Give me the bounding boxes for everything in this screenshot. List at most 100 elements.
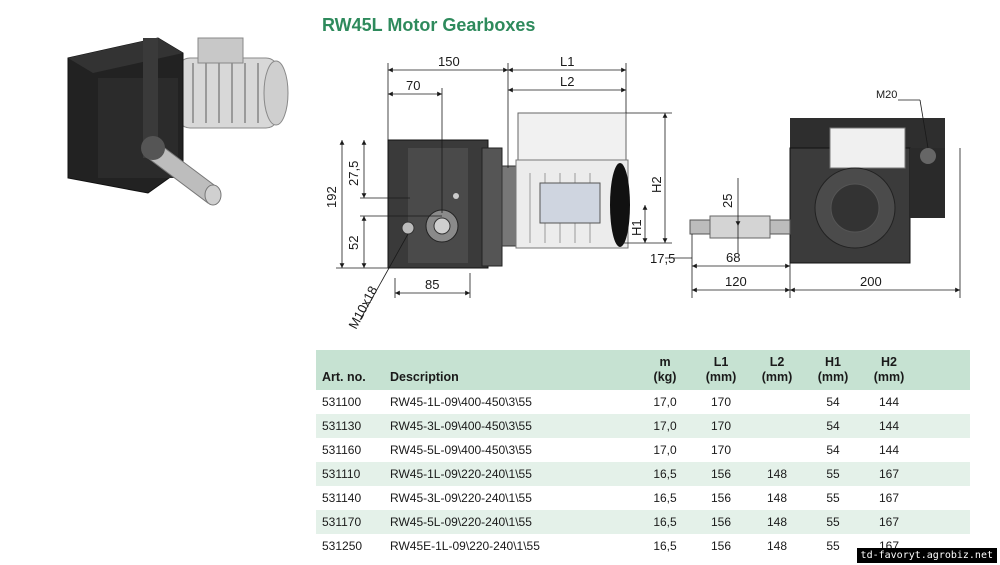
col-h1: H1 (mm) — [804, 350, 860, 390]
cell-art-no: 531160 — [322, 443, 362, 457]
cell-l1: 170 — [710, 395, 732, 409]
product-photo — [67, 37, 289, 206]
cell-description: RW45-1L-09\220-240\1\55 — [390, 467, 532, 481]
cell-spacer — [916, 486, 970, 510]
cell-l1: 156 — [710, 515, 732, 529]
cell-description: RW45-5L-09\220-240\1\55 — [390, 515, 532, 529]
col-l1: L1 (mm) — [692, 350, 748, 390]
table-row: 531250 RW45E-1L-09\220-240\1\55 16,5 156… — [316, 534, 970, 558]
dim-25: 25 — [720, 194, 735, 208]
table-row: 531100 RW45-1L-09\400-450\3\55 17,0 170 … — [316, 390, 970, 414]
dim-L2: L2 — [560, 74, 574, 89]
cell-h1: 54 — [826, 443, 840, 457]
cell-description: RW45E-1L-09\220-240\1\55 — [390, 539, 540, 553]
dim-L1: L1 — [560, 54, 574, 69]
cell-art-no: 531250 — [322, 539, 363, 553]
cell-mass: 17,0 — [653, 395, 677, 409]
cell-h2: 144 — [878, 443, 900, 457]
cell-art-no: 531140 — [322, 491, 362, 505]
spec-table: Art. no. Description m (kg) L1 (mm) L2 (… — [316, 350, 970, 558]
cell-h2: 167 — [878, 491, 900, 505]
table-row: 531110 RW45-1L-09\220-240\1\55 16,5 156 … — [316, 462, 970, 486]
cell-l2 — [748, 438, 804, 462]
cell-h2: 167 — [878, 467, 900, 481]
dim-192: 192 — [324, 186, 339, 208]
cell-description: RW45-3L-09\400-450\3\55 — [390, 419, 532, 433]
col-mass-label: m — [659, 355, 671, 369]
cell-mass: 16,5 — [653, 539, 677, 553]
cell-l1: 170 — [710, 419, 732, 433]
cell-h1: 55 — [826, 539, 840, 553]
cell-spacer — [916, 390, 970, 414]
table-header-row: Art. no. Description m (kg) L1 (mm) L2 (… — [316, 350, 970, 390]
dim-m20: M20 — [876, 89, 897, 101]
cell-h1: 54 — [826, 395, 840, 409]
dim-H2: H2 — [649, 176, 664, 193]
col-h1-unit: (mm) — [817, 370, 849, 384]
dim-m10x18: M10x18 — [345, 284, 380, 332]
cell-l1: 156 — [710, 467, 732, 481]
side-view — [387, 112, 630, 269]
cell-mass: 16,5 — [653, 515, 677, 529]
cell-l2: 148 — [766, 539, 788, 553]
dim-70: 70 — [406, 78, 420, 93]
cell-art-no: 531130 — [322, 419, 362, 433]
col-l2: L2 (mm) — [748, 350, 804, 390]
cell-l1: 156 — [710, 539, 732, 553]
cell-mass: 16,5 — [653, 491, 677, 505]
col-l1-unit: (mm) — [705, 370, 737, 384]
cell-description: RW45-1L-09\400-450\3\55 — [390, 395, 532, 409]
col-description: Description — [390, 370, 459, 384]
dim-68: 68 — [726, 250, 740, 265]
cell-l2: 148 — [766, 491, 788, 505]
cell-mass: 17,0 — [653, 443, 677, 457]
cell-h1: 55 — [826, 491, 840, 505]
dim-H1: H1 — [629, 219, 644, 236]
cell-description: RW45-5L-09\400-450\3\55 — [390, 443, 532, 457]
cell-spacer — [916, 438, 970, 462]
cell-spacer — [916, 462, 970, 486]
cell-h2: 144 — [878, 419, 900, 433]
cell-l2 — [748, 390, 804, 414]
cell-spacer — [916, 510, 970, 534]
table-row: 531140 RW45-3L-09\220-240\1\55 16,5 156 … — [316, 486, 970, 510]
col-l2-label: L2 — [769, 355, 785, 369]
col-mass: m (kg) — [636, 350, 692, 390]
dimension-drawing: 150 L1 L2 70 192 27,5 52 H1 H2 85 M10x18… — [324, 54, 961, 332]
cell-description: RW45-3L-09\220-240\1\55 — [390, 491, 532, 505]
cell-h1: 54 — [826, 419, 840, 433]
col-mass-unit: (kg) — [653, 370, 677, 384]
cell-h1: 55 — [826, 515, 840, 529]
dim-27-5: 27,5 — [346, 161, 361, 186]
page-title: RW45L Motor Gearboxes — [322, 15, 536, 35]
col-h2: H2 (mm) — [860, 350, 916, 390]
dim-120: 120 — [725, 274, 747, 289]
cell-mass: 16,5 — [653, 467, 677, 481]
cell-l1: 156 — [710, 491, 732, 505]
col-l1-label: L1 — [713, 355, 729, 369]
cell-h2: 167 — [878, 515, 900, 529]
cell-l2: 148 — [766, 467, 788, 481]
table-row: 531160 RW45-5L-09\400-450\3\55 17,0 170 … — [316, 438, 970, 462]
cell-h1: 55 — [826, 467, 840, 481]
col-h2-label: H2 — [881, 355, 897, 369]
col-h1-label: H1 — [825, 355, 841, 369]
dim-52: 52 — [346, 236, 361, 250]
dim-85: 85 — [425, 277, 439, 292]
cell-art-no: 531100 — [322, 395, 362, 409]
col-h2-unit: (mm) — [873, 370, 905, 384]
watermark: td-favoryt.agrobiz.net — [856, 548, 997, 563]
table-row: 531130 RW45-3L-09\400-450\3\55 17,0 170 … — [316, 414, 970, 438]
table-row: 531170 RW45-5L-09\220-240\1\55 16,5 156 … — [316, 510, 970, 534]
col-l2-unit: (mm) — [761, 370, 793, 384]
dim-200: 200 — [860, 274, 882, 289]
col-spacer — [916, 350, 970, 390]
cell-mass: 17,0 — [653, 419, 677, 433]
cell-l2 — [748, 414, 804, 438]
cell-spacer — [916, 414, 970, 438]
cell-art-no: 531110 — [322, 467, 361, 481]
col-art-no: Art. no. — [322, 370, 366, 384]
cell-h2: 144 — [878, 395, 900, 409]
end-view — [689, 118, 945, 264]
cell-art-no: 531170 — [322, 515, 362, 529]
